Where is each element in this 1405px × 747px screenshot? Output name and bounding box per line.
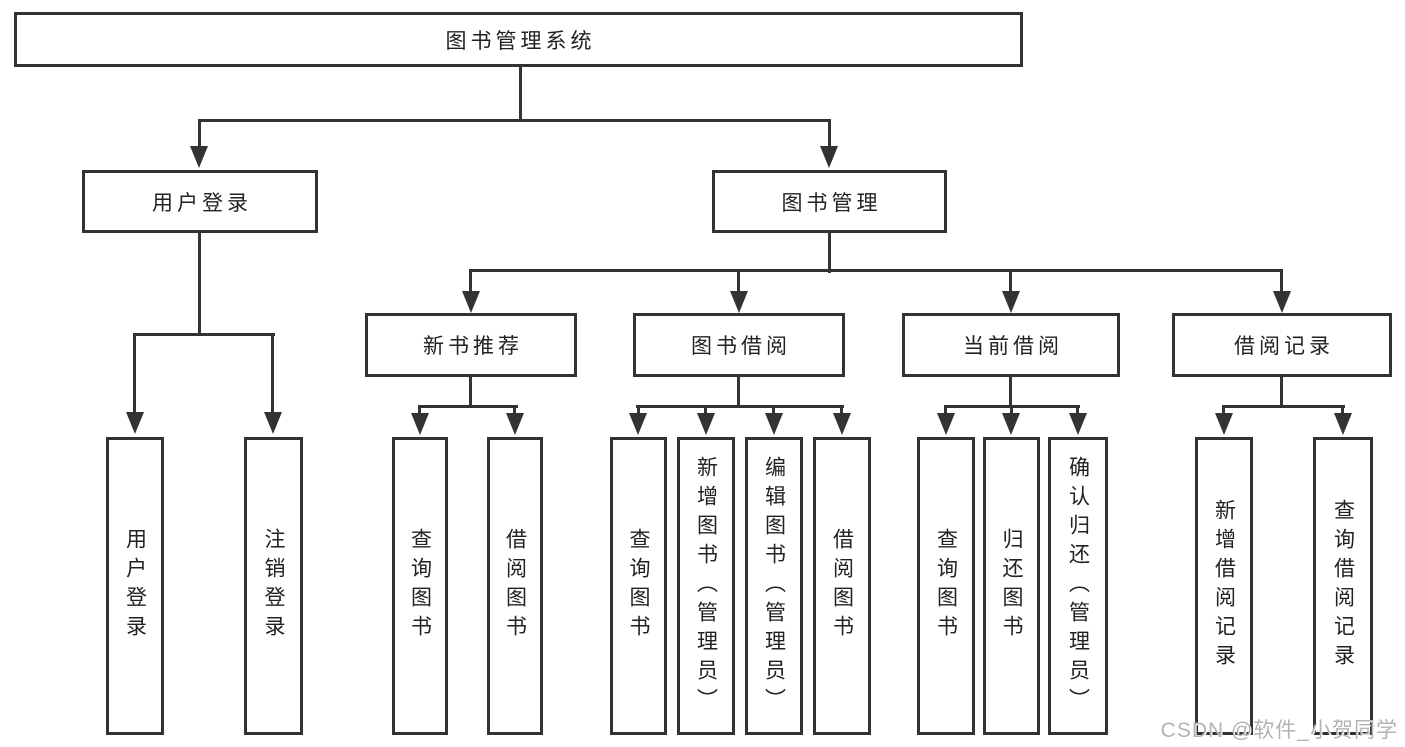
csdn-watermark: CSDN @软件_小贺同学 bbox=[1160, 719, 1398, 742]
arrowhead-to-bb-add bbox=[697, 413, 715, 435]
node-book-mgmt-label: 图书管理 bbox=[781, 191, 882, 215]
leaf-bb-edit-book: 编辑图书（管理员） bbox=[745, 437, 803, 735]
leaf-br-add-record: 新增借阅记录 bbox=[1195, 437, 1253, 735]
connector-to-new-book-rec-stem bbox=[469, 269, 472, 293]
arrowhead-to-bb-borrow bbox=[833, 413, 851, 435]
arrowhead-to-user-login bbox=[190, 146, 208, 168]
arrowhead-to-br-query bbox=[1334, 413, 1352, 435]
leaf-user-login: 用户登录 bbox=[106, 437, 164, 735]
connector-to-bb-edit-stem bbox=[772, 405, 775, 415]
node-new-book-rec: 新书推荐 bbox=[365, 313, 577, 377]
connector-to-user-login-leaf-stem bbox=[133, 333, 136, 412]
arrowhead-to-cb-return bbox=[1002, 413, 1020, 435]
connector-to-br-query-stem bbox=[1341, 405, 1344, 415]
arrowhead-to-current-borrow bbox=[1002, 291, 1020, 313]
connector-to-bb-query-stem bbox=[637, 405, 640, 415]
connector-new-book-rec-rail bbox=[418, 405, 518, 408]
connector-to-br-add-stem bbox=[1222, 405, 1225, 415]
arrowhead-to-new-book-rec bbox=[462, 291, 480, 313]
arrowhead-to-book-borrow bbox=[730, 291, 748, 313]
connector-root-to-user-login-stem bbox=[198, 119, 201, 148]
connector-to-cb-return-stem bbox=[1010, 405, 1013, 415]
arrowhead-to-nbr-borrow bbox=[506, 413, 524, 435]
leaf-bb-query-book-label: 查询图书 bbox=[627, 528, 650, 644]
connector-book-borrow-stem bbox=[737, 377, 740, 408]
arrowhead-to-book-mgmt bbox=[820, 146, 838, 168]
connector-borrow-record-rail bbox=[1222, 405, 1345, 408]
connector-to-borrow-record-stem bbox=[1280, 269, 1283, 293]
connector-book-mgmt-rail bbox=[469, 269, 1283, 272]
leaf-logout: 注销登录 bbox=[244, 437, 303, 735]
connector-new-book-rec-stem bbox=[469, 377, 472, 408]
node-user-login: 用户登录 bbox=[82, 170, 318, 233]
leaf-br-add-record-label: 新增借阅记录 bbox=[1212, 499, 1236, 673]
connector-to-cb-confirm-stem bbox=[1076, 405, 1079, 415]
leaf-nbr-query-book-label: 查询图书 bbox=[408, 528, 432, 644]
leaf-logout-label: 注销登录 bbox=[262, 528, 285, 644]
leaf-cb-return-book-label: 归还图书 bbox=[1000, 528, 1023, 644]
leaf-nbr-borrow-book-label: 借阅图书 bbox=[503, 528, 527, 644]
connector-to-logout-stem bbox=[271, 333, 274, 412]
leaf-bb-add-book-label: 新增图书（管理员） bbox=[694, 455, 718, 717]
node-book-borrow: 图书借阅 bbox=[633, 313, 845, 377]
connector-to-bb-add-stem bbox=[704, 405, 707, 415]
leaf-bb-query-book: 查询图书 bbox=[610, 437, 667, 735]
leaf-bb-add-book: 新增图书（管理员） bbox=[677, 437, 735, 735]
leaf-cb-return-book: 归还图书 bbox=[983, 437, 1040, 735]
leaf-nbr-query-book: 查询图书 bbox=[392, 437, 448, 735]
connector-root-rail bbox=[198, 119, 831, 122]
arrowhead-to-bb-query bbox=[629, 413, 647, 435]
connector-to-bb-borrow-stem bbox=[840, 405, 843, 415]
connector-to-book-borrow-stem bbox=[737, 269, 740, 293]
leaf-cb-query-book-label: 查询图书 bbox=[934, 528, 958, 644]
connector-to-nbr-borrow-stem bbox=[513, 405, 516, 415]
arrowhead-to-nbr-query bbox=[411, 413, 429, 435]
connector-user-login-stem bbox=[198, 233, 201, 336]
node-current-borrow-label: 当前借阅 bbox=[963, 335, 1063, 358]
leaf-cb-confirm-return: 确认归还（管理员） bbox=[1048, 437, 1108, 735]
node-root: 图书管理系统 bbox=[14, 12, 1023, 67]
connector-root-stem bbox=[519, 67, 522, 120]
node-root-label: 图书管理系统 bbox=[445, 29, 596, 53]
leaf-bb-borrow-book: 借阅图书 bbox=[813, 437, 871, 735]
arrowhead-to-user-login-leaf bbox=[126, 412, 144, 434]
arrowhead-to-br-add bbox=[1215, 413, 1233, 435]
connector-book-borrow-rail bbox=[636, 405, 844, 408]
leaf-br-query-record-label: 查询借阅记录 bbox=[1331, 499, 1355, 673]
leaf-bb-borrow-book-label: 借阅图书 bbox=[830, 528, 854, 644]
leaf-nbr-borrow-book: 借阅图书 bbox=[487, 437, 543, 735]
leaf-br-query-record: 查询借阅记录 bbox=[1313, 437, 1373, 735]
node-borrow-record: 借阅记录 bbox=[1172, 313, 1392, 377]
node-user-login-label: 用户登录 bbox=[152, 191, 252, 215]
connector-to-nbr-query-stem bbox=[418, 405, 421, 415]
arrowhead-to-bb-edit bbox=[765, 413, 783, 435]
arrowhead-to-cb-query bbox=[937, 413, 955, 435]
connector-borrow-record-stem bbox=[1280, 377, 1283, 408]
node-current-borrow: 当前借阅 bbox=[902, 313, 1120, 377]
node-book-mgmt: 图书管理 bbox=[712, 170, 947, 233]
leaf-cb-confirm-return-label: 确认归还（管理员） bbox=[1066, 455, 1090, 717]
connector-current-borrow-stem bbox=[1009, 377, 1012, 408]
node-book-borrow-label: 图书借阅 bbox=[691, 335, 791, 358]
connector-user-login-rail bbox=[133, 333, 275, 336]
connector-to-cb-query-stem bbox=[944, 405, 947, 415]
leaf-user-login-label: 用户登录 bbox=[123, 528, 147, 644]
node-borrow-record-label: 借阅记录 bbox=[1234, 335, 1334, 358]
arrowhead-to-borrow-record bbox=[1273, 291, 1291, 313]
leaf-bb-edit-book-label: 编辑图书（管理员） bbox=[762, 455, 786, 717]
node-new-book-rec-label: 新书推荐 bbox=[423, 335, 523, 358]
connector-book-mgmt-stem bbox=[828, 233, 831, 273]
arrowhead-to-logout bbox=[264, 412, 282, 434]
connector-root-to-book-mgmt-stem bbox=[828, 119, 831, 148]
leaf-cb-query-book: 查询图书 bbox=[917, 437, 975, 735]
arrowhead-to-cb-confirm bbox=[1069, 413, 1087, 435]
connector-to-current-borrow-stem bbox=[1009, 269, 1012, 293]
